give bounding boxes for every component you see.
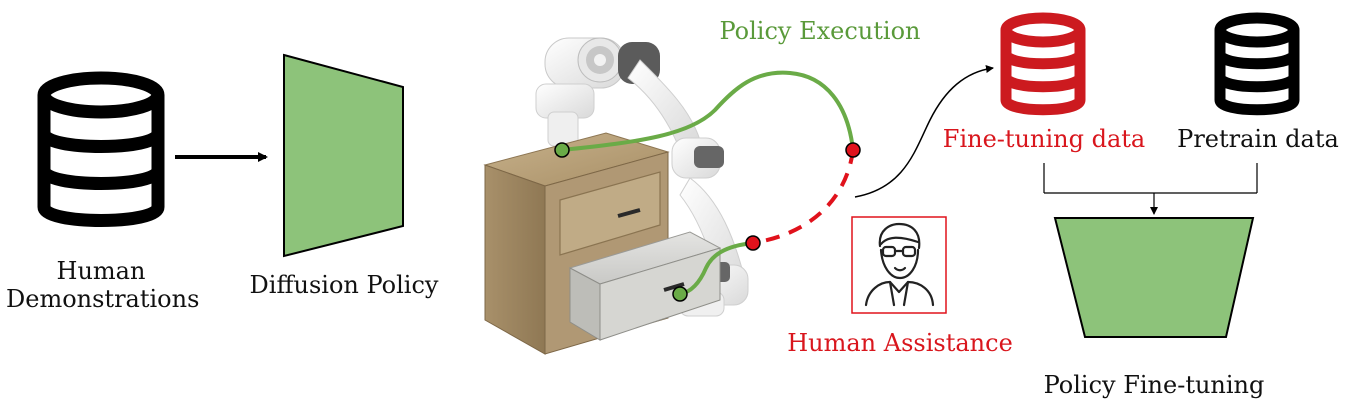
policy-finetuning-block: [1053, 217, 1255, 338]
data-merge-connector: [1043, 163, 1258, 215]
human-demonstrations-database-icon: [37, 71, 165, 227]
to-finetuning-data-arrow: [854, 65, 994, 198]
trajectory-end-point: [672, 286, 688, 302]
diffusion-policy-block: [283, 53, 404, 258]
trajectory-start-point: [554, 142, 570, 158]
pretrain-data-database-icon: [1214, 12, 1300, 116]
human-demonstrations-label-line2: Demonstrations: [6, 285, 200, 313]
human-assistance-label: Human Assistance: [787, 329, 1013, 357]
policy-finetuning-label: Policy Fine-tuning: [1043, 371, 1265, 399]
robot-scene-illustration: [483, 37, 861, 355]
trajectory-failure-point: [845, 142, 861, 158]
policy-execution-label: Policy Execution: [719, 17, 921, 45]
finetuning-data-label: Fine-tuning data: [942, 125, 1146, 153]
diffusion-policy-label: Diffusion Policy: [249, 271, 439, 299]
cabinet-illustration: [483, 132, 722, 355]
policy-execution-trajectory: [561, 70, 855, 152]
finetuning-data-database-icon: [1000, 12, 1086, 116]
human-assistance-trajectory: [752, 149, 855, 245]
trajectory-resume-point: [745, 235, 761, 251]
human-assistant-icon: [851, 216, 947, 314]
pretrain-data-label: Pretrain data: [1177, 125, 1339, 153]
policy-execution-trajectory-lower: [679, 241, 754, 296]
human-demonstrations-label-line1: Human: [56, 257, 146, 285]
